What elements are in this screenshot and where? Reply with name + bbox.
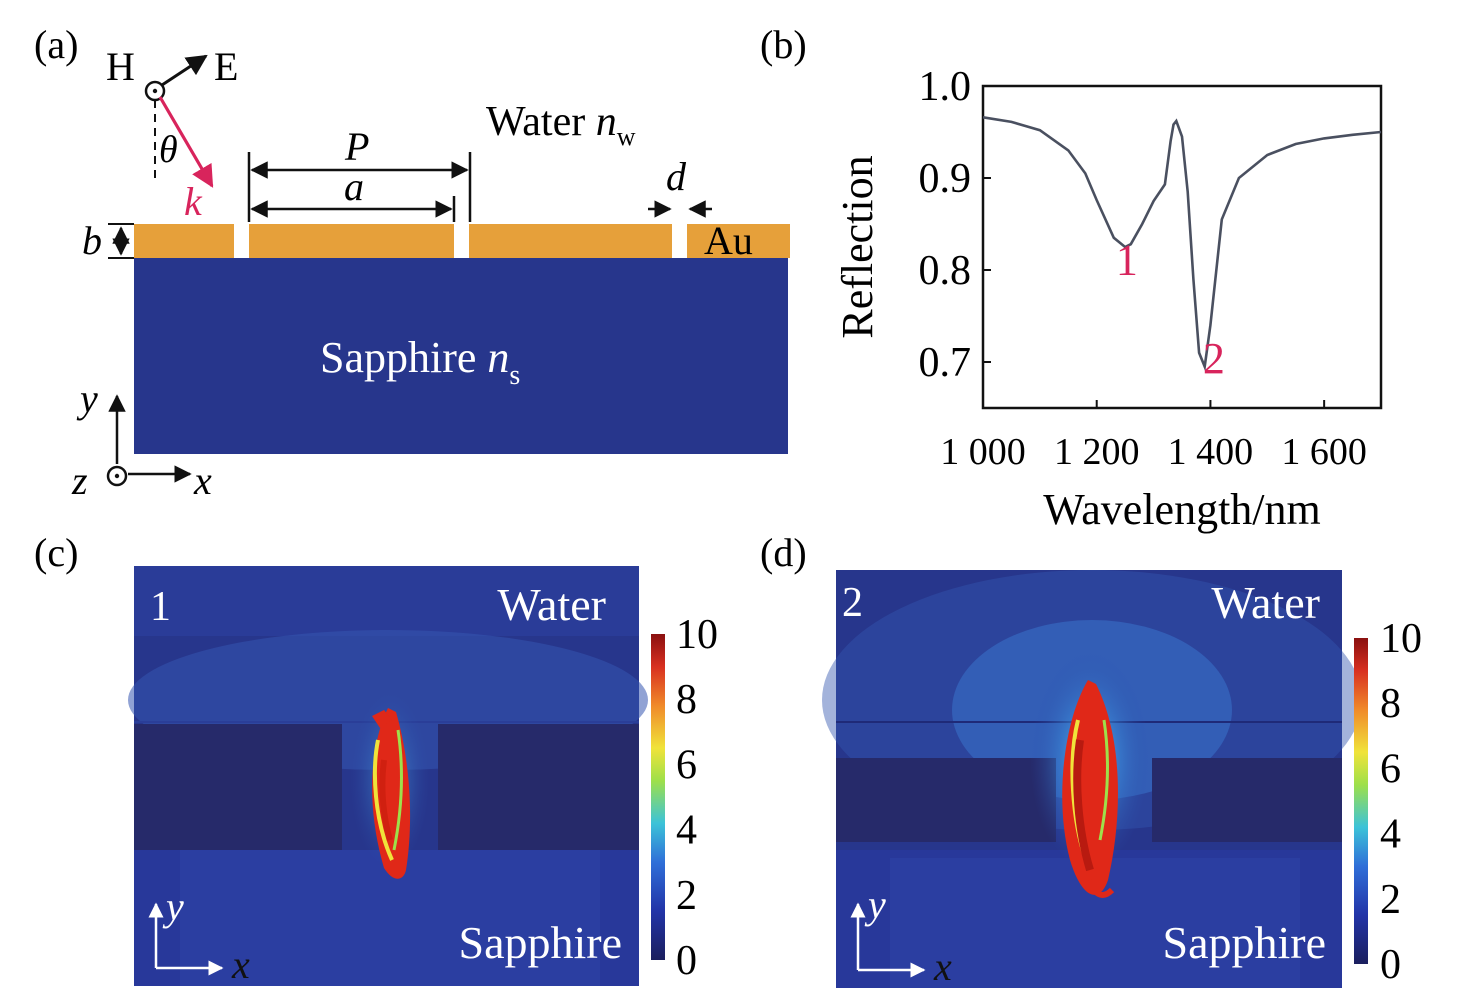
z-axis-dot-icon: [114, 473, 120, 479]
x-tick-label: 1 400: [1168, 431, 1254, 473]
colorbar-tick-label: 0: [1380, 942, 1401, 988]
colorbar-c: [651, 634, 665, 960]
h-field-dot-icon: [152, 88, 158, 94]
gold-block-left: [836, 758, 1056, 842]
dip-label: 2: [1203, 334, 1225, 383]
dip-label: 1: [1116, 236, 1138, 285]
gold-strip: [469, 224, 672, 258]
sapphire-label-c: Sapphire: [458, 917, 622, 968]
colorbar-tick-label: 2: [1380, 877, 1401, 923]
gold-block-right: [1152, 758, 1342, 842]
y-tick-label: 0.7: [919, 340, 972, 386]
colorbar-tick-label: 2: [676, 873, 697, 919]
colorbar-tick-label: 4: [676, 808, 697, 854]
panel-c-label: (c): [34, 530, 78, 575]
water-label-a: Water nw: [486, 99, 636, 151]
k-label: k: [184, 179, 203, 224]
mode-number-d: 2: [842, 580, 863, 626]
sapphire-label-a: Sapphire ns: [320, 333, 520, 391]
d-label: d: [666, 154, 687, 199]
a-label: a: [344, 164, 364, 209]
colorbar-tick-label: 8: [1380, 681, 1401, 727]
sapphire-label-d: Sapphire: [1162, 917, 1326, 968]
gold-strip: [249, 224, 454, 258]
water-upper-region: [134, 566, 639, 636]
field-hotspot: [372, 708, 411, 879]
panel-b-label: (b): [760, 22, 807, 67]
e-field-arrow: [161, 54, 208, 87]
plot-frame: [981, 84, 1383, 410]
h-field-label: H: [106, 44, 135, 89]
gold-block-right: [438, 724, 639, 850]
panel-a: (a) H E θ k Water nw Au Sapphire ns P: [34, 22, 790, 503]
panel-a-label: (a): [34, 22, 78, 67]
reflection-axes: 0.7 0.8 0.9 1.0 1 000 1 200 1 400 1 600: [919, 64, 1367, 473]
y-axis-label-d: y: [864, 882, 886, 927]
gold-strip: [687, 224, 790, 258]
x-axis-label-d: x: [933, 944, 952, 989]
colorbar-tick-label: 8: [676, 677, 697, 723]
colorbar-c-ticks: 10 8 6 4 2 0: [676, 612, 718, 984]
gold-strip: [134, 224, 234, 258]
mode-number-c: 1: [150, 584, 171, 630]
colorbar-tick-label: 6: [676, 742, 697, 788]
y-tick-label: 0.9: [919, 156, 972, 202]
x-tick-label: 1 600: [1281, 431, 1367, 473]
z-axis-icon: [106, 465, 128, 487]
sapphire-substrate: [134, 258, 788, 454]
colorbar-tick-label: 6: [1380, 746, 1401, 792]
b-label: b: [82, 218, 102, 263]
reflection-curve: [982, 116, 1382, 372]
water-label-c: Water: [497, 579, 606, 630]
colorbar-tick-label: 10: [676, 612, 718, 658]
e-field-label: E: [214, 44, 238, 89]
y-axis-label-a: y: [76, 376, 98, 421]
x-axis-label-a: x: [193, 458, 212, 503]
field-hotspot: [1062, 680, 1118, 898]
gold-block-left: [134, 724, 342, 850]
y-axis-label-c: y: [162, 884, 184, 929]
colorbar-tick-label: 10: [1380, 616, 1422, 662]
theta-label: θ: [159, 129, 178, 171]
colorbar-tick-label: 0: [676, 938, 697, 984]
y-axis-title: Reflection: [833, 155, 882, 338]
k-vector-arrow: [158, 96, 214, 188]
colorbar-tick-label: 4: [1380, 812, 1401, 858]
x-axis-title: Wavelength/nm: [1043, 485, 1321, 534]
panel-d-label: (d): [760, 530, 807, 575]
x-tick-label: 1 000: [940, 431, 1026, 473]
y-tick-label: 0.8: [919, 248, 972, 294]
y-tick-label: 1.0: [919, 64, 972, 110]
panel-c: (c) 1 Water Sapphire y x 10 8 6 4 2 0: [34, 530, 718, 987]
z-axis-label-a: z: [71, 458, 88, 503]
p-label: P: [344, 124, 369, 169]
x-tick-label: 1 200: [1054, 431, 1140, 473]
colorbar-d-ticks: 10 8 6 4 2 0: [1380, 616, 1422, 988]
panel-d: (d) 2 Water Sapphire y x 10 8 6 4 2 0: [760, 530, 1422, 989]
water-label-d: Water: [1211, 577, 1320, 628]
au-label: Au: [704, 218, 753, 263]
x-axis-label-c: x: [231, 942, 250, 987]
colorbar-d: [1354, 638, 1368, 964]
dip-annotations: 12: [1116, 236, 1225, 383]
